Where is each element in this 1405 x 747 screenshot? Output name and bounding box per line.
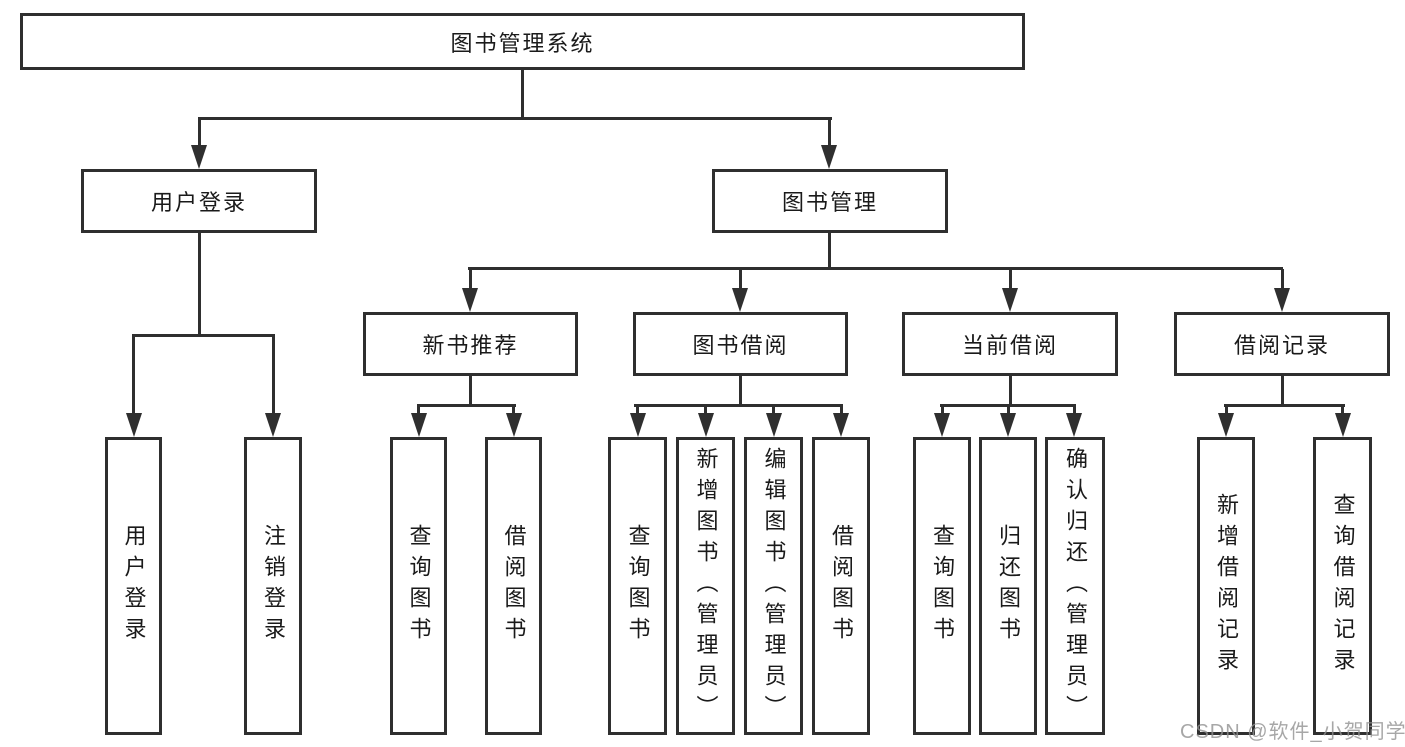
leaf-edit-books-admin: 编辑图书（管理员） (744, 437, 803, 735)
leaf-borrow-books-borrowing: 借阅图书 (812, 437, 870, 735)
leaf-return-books: 归还图书 (979, 437, 1037, 735)
leaf-borrow-books-recommend: 借阅图书 (485, 437, 542, 735)
node-borrowing-records: 借阅记录 (1174, 312, 1390, 376)
edge-to-leaf-logout (272, 336, 275, 415)
node-label: 用户登录 (150, 190, 247, 215)
edge-book-management-stub (828, 233, 831, 269)
leaf-user-login: 用户登录 (105, 437, 162, 735)
node-label: 新书推荐 (422, 333, 519, 358)
edge-to-leaf (636, 406, 639, 415)
leaf-label: 确认归还（管理员） (1063, 446, 1088, 726)
arrowhead (934, 413, 950, 437)
node-label: 图书管理 (781, 190, 878, 215)
arrowhead (698, 413, 714, 437)
leaf-label: 查询图书 (930, 524, 955, 648)
edge-to-leaf (941, 406, 944, 415)
arrowhead (265, 413, 281, 437)
edge-to-leaf (840, 406, 843, 415)
edge-to-user-login (198, 119, 201, 149)
leaf-label: 归还图书 (996, 524, 1021, 648)
leaf-add-borrow-record: 新增借阅记录 (1197, 437, 1255, 735)
edge-new-book-recommend-stub (469, 376, 472, 406)
leaf-label: 查询图书 (625, 524, 651, 648)
edge-to-leaf (1073, 406, 1076, 415)
leaf-add-books-admin: 新增图书（管理员） (676, 437, 735, 735)
edge-user-login-bar (132, 334, 275, 337)
edge-to-leaf (772, 406, 775, 415)
leaf-query-books-current: 查询图书 (913, 437, 971, 735)
leaf-label: 新增图书（管理员） (693, 446, 719, 726)
node-book-borrowing: 图书借阅 (633, 312, 848, 376)
leaf-query-borrow-record: 查询借阅记录 (1313, 437, 1372, 735)
arrowhead (1335, 413, 1351, 437)
arrowhead (833, 413, 849, 437)
edge-current-borrowing-stub (1009, 376, 1012, 406)
edge-new-book-recommend-bar (417, 404, 516, 407)
node-current-borrowing: 当前借阅 (902, 312, 1118, 376)
arrowhead (506, 413, 522, 437)
csdn-watermark: CSDN @软件_小贺同学 (1180, 721, 1405, 743)
edge-borrowing-records-bar (1224, 404, 1345, 407)
arrowhead (821, 145, 837, 169)
edge-to-leaf (1225, 406, 1228, 415)
leaf-logout: 注销登录 (244, 437, 302, 735)
edge-to-leaf (417, 406, 420, 415)
edge-to-borrowing-records (1281, 269, 1284, 291)
node-label: 当前借阅 (961, 333, 1058, 358)
leaf-label: 借阅图书 (501, 524, 527, 648)
edge-to-book-borrowing (739, 269, 742, 291)
arrowhead (766, 413, 782, 437)
edge-root-stub (521, 69, 524, 118)
arrowhead (411, 413, 427, 437)
edge-to-leaf (512, 406, 515, 415)
edge-to-leaf (704, 406, 707, 415)
edge-root-bar (198, 117, 832, 120)
arrowhead (630, 413, 646, 437)
arrowhead (126, 413, 142, 437)
node-book-management: 图书管理 (712, 169, 948, 233)
leaf-label: 新增借阅记录 (1214, 493, 1239, 679)
edge-to-leaf (1007, 406, 1010, 415)
edge-to-leaf-user-login (132, 336, 135, 415)
node-label: 图书借阅 (692, 333, 789, 358)
node-user-login: 用户登录 (81, 169, 317, 233)
leaf-label: 编辑图书（管理员） (761, 446, 787, 726)
leaf-label: 注销登录 (261, 524, 286, 648)
node-label: 图书管理系统 (450, 30, 595, 56)
edge-to-current-borrowing (1009, 269, 1012, 291)
leaf-label: 用户登录 (121, 524, 147, 648)
arrowhead (1002, 288, 1018, 312)
edge-book-management-bar (468, 267, 1283, 270)
leaf-label: 借阅图书 (829, 524, 854, 648)
edge-book-borrowing-bar (634, 404, 843, 407)
edge-to-new-book-recommend (469, 269, 472, 291)
edge-current-borrowing-bar (940, 404, 1076, 407)
arrowhead (191, 145, 207, 169)
edge-book-borrowing-stub (739, 376, 742, 406)
arrowhead (1066, 413, 1082, 437)
leaf-query-books-borrowing: 查询图书 (608, 437, 667, 735)
edge-borrowing-records-stub (1281, 376, 1284, 406)
leaf-label: 查询借阅记录 (1330, 493, 1356, 679)
edge-to-book-management (828, 119, 831, 149)
arrowhead (1274, 288, 1290, 312)
edge-to-leaf (1341, 406, 1344, 415)
arrowhead (1000, 413, 1016, 437)
leaf-confirm-return-admin: 确认归还（管理员） (1045, 437, 1105, 735)
leaf-query-books-recommend: 查询图书 (390, 437, 447, 735)
leaf-label: 查询图书 (406, 524, 432, 648)
node-new-book-recommend: 新书推荐 (363, 312, 578, 376)
node-book-management-system: 图书管理系统 (20, 13, 1025, 70)
arrowhead (732, 288, 748, 312)
edge-user-login-stub (198, 233, 201, 336)
arrowhead (462, 288, 478, 312)
arrowhead (1218, 413, 1234, 437)
node-label: 借阅记录 (1233, 333, 1330, 358)
